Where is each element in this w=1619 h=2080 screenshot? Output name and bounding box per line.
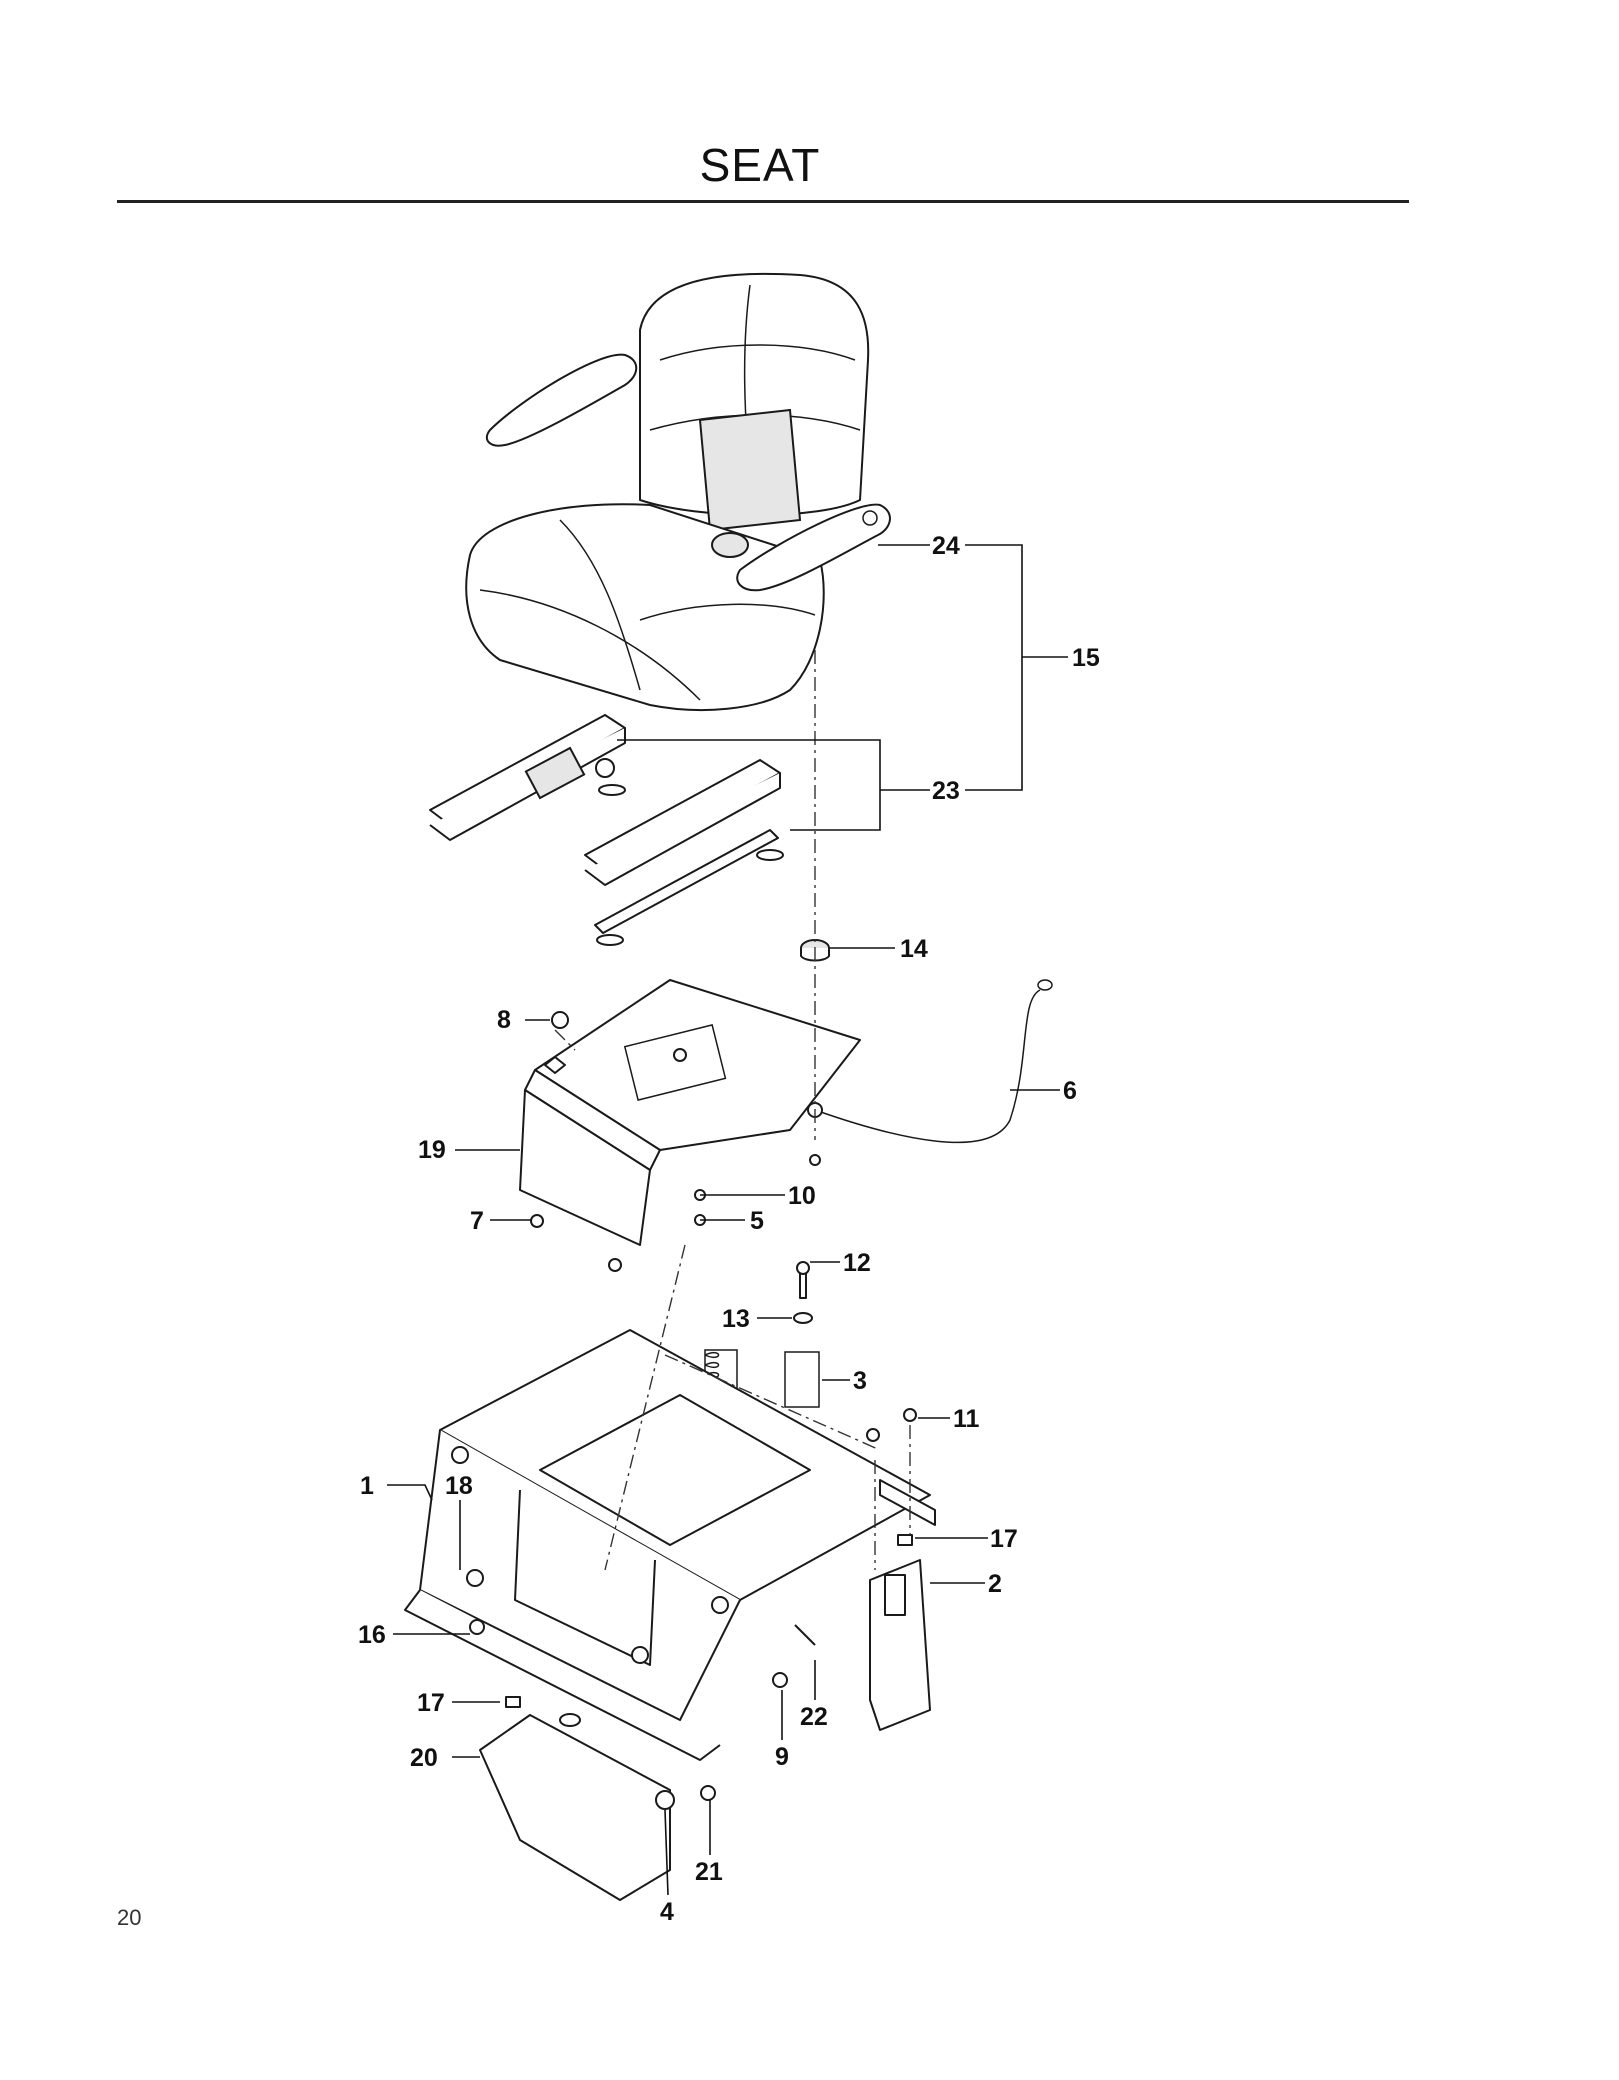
callout-10: 10 [788, 1182, 816, 1210]
page-title: SEAT [699, 139, 821, 191]
callout-17-left: 17 [417, 1689, 445, 1717]
base-frame [404, 1329, 936, 1761]
callout-24: 24 [932, 532, 960, 560]
callout-labels: 24 15 23 14 8 6 19 10 7 5 12 13 3 11 1 1… [358, 532, 1100, 1926]
callout-19: 19 [418, 1136, 446, 1164]
callout-14: 14 [900, 935, 928, 963]
callout-20: 20 [410, 1744, 438, 1772]
callout-17-right: 17 [990, 1525, 1018, 1553]
callout-3: 3 [853, 1367, 867, 1395]
callout-1: 1 [360, 1472, 374, 1500]
callout-12: 12 [843, 1249, 871, 1277]
callout-2: 2 [988, 1570, 1002, 1598]
callout-9: 9 [775, 1743, 789, 1771]
callout-8: 8 [497, 1006, 511, 1034]
callout-5: 5 [750, 1207, 764, 1235]
seat-assembly [465, 272, 891, 711]
callout-15: 15 [1072, 644, 1100, 672]
callout-6: 6 [1063, 1077, 1077, 1105]
callout-21: 21 [695, 1858, 723, 1886]
leader-lines [387, 544, 1068, 1896]
callout-13: 13 [722, 1305, 750, 1333]
callout-7: 7 [470, 1207, 484, 1235]
callout-23: 23 [932, 777, 960, 805]
callout-18: 18 [445, 1472, 473, 1500]
title-rule [117, 200, 1409, 203]
callout-4: 4 [660, 1898, 674, 1926]
page-number: 20 [117, 1905, 142, 1930]
lower-bracket [479, 1714, 671, 1901]
wire-harness [814, 989, 1041, 1144]
callout-22: 22 [800, 1703, 828, 1731]
callout-11: 11 [953, 1405, 980, 1433]
slide-rails [429, 714, 784, 946]
callout-16: 16 [358, 1621, 386, 1649]
seat-pan [519, 979, 861, 1246]
